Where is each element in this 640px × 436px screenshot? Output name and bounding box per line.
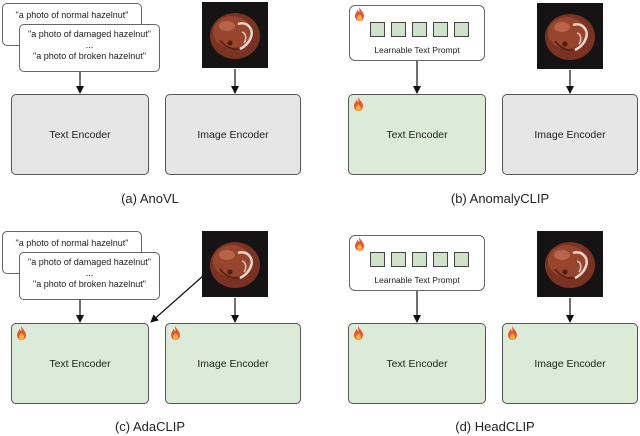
caption-headclip: (d) HeadCLIP <box>455 419 535 434</box>
text-encoder: Text Encoder <box>11 323 149 404</box>
prompt-token <box>370 252 385 267</box>
learnable-prompt-label: Learnable Text Prompt <box>374 45 460 55</box>
prompt-token <box>433 252 448 267</box>
learnable-prompt-box: Learnable Text Prompt <box>349 5 485 61</box>
hazelnut-image <box>202 231 268 297</box>
image-encoder-label: Image Encoder <box>534 357 606 370</box>
prompt-normal: "a photo of normal hazelnut" <box>15 10 129 20</box>
prompt-damaged: "a photo of damaged hazelnut" <box>28 29 151 39</box>
flame-icon <box>352 97 365 111</box>
caption-anovl: (a) AnoVL <box>121 191 179 206</box>
image-encoder-label: Image Encoder <box>197 128 269 141</box>
text-encoder: Text Encoder <box>348 323 486 404</box>
hazelnut-image <box>537 3 603 69</box>
image-encoder: Image Encoder <box>502 323 638 404</box>
hazelnut-image <box>537 231 603 297</box>
image-encoder-label: Image Encoder <box>197 357 269 370</box>
prompt-token <box>412 22 427 37</box>
prompt-broken: "a photo of broken hazelnut" <box>33 279 146 289</box>
image-encoder-label: Image Encoder <box>534 128 606 141</box>
prompt-token <box>433 22 448 37</box>
prompt-normal: "a photo of normal hazelnut" <box>15 238 129 248</box>
image-encoder: Image Encoder <box>165 94 301 175</box>
prompt-token <box>370 22 385 37</box>
prompt-card-front: "a photo of damaged hazelnut" ... "a pho… <box>19 252 160 300</box>
image-encoder: Image Encoder <box>502 94 638 175</box>
text-encoder-label: Text Encoder <box>386 128 448 141</box>
text-encoder: Text Encoder <box>348 94 486 175</box>
flame-icon <box>353 7 366 21</box>
hazelnut-image <box>202 2 268 68</box>
text-encoder-label: Text Encoder <box>49 357 111 370</box>
prompt-card-front: "a photo of damaged hazelnut" ... "a pho… <box>19 24 160 72</box>
prompt-ellipsis: ... <box>85 40 94 50</box>
text-encoder-label: Text Encoder <box>386 357 448 370</box>
caption-adaclip: (c) AdaCLIP <box>114 419 186 434</box>
learnable-prompt-box: Learnable Text Prompt <box>349 235 485 291</box>
prompt-damaged: "a photo of damaged hazelnut" <box>28 257 151 267</box>
prompt-token <box>454 252 469 267</box>
learnable-prompt-label: Learnable Text Prompt <box>374 275 460 285</box>
flame-icon <box>169 326 182 340</box>
flame-icon <box>352 326 365 340</box>
flame-icon <box>15 326 28 340</box>
flame-icon <box>506 326 519 340</box>
prompt-broken: "a photo of broken hazelnut" <box>33 51 146 61</box>
text-encoder: Text Encoder <box>11 94 149 175</box>
prompt-ellipsis: ... <box>85 268 94 278</box>
caption-anomalyclip: (b) AnomalyCLIP <box>450 191 550 206</box>
prompt-token <box>391 252 406 267</box>
image-encoder: Image Encoder <box>165 323 301 404</box>
text-encoder-label: Text Encoder <box>49 128 111 141</box>
prompt-token <box>412 252 427 267</box>
flame-icon <box>353 237 366 251</box>
prompt-token <box>454 22 469 37</box>
prompt-token <box>391 22 406 37</box>
